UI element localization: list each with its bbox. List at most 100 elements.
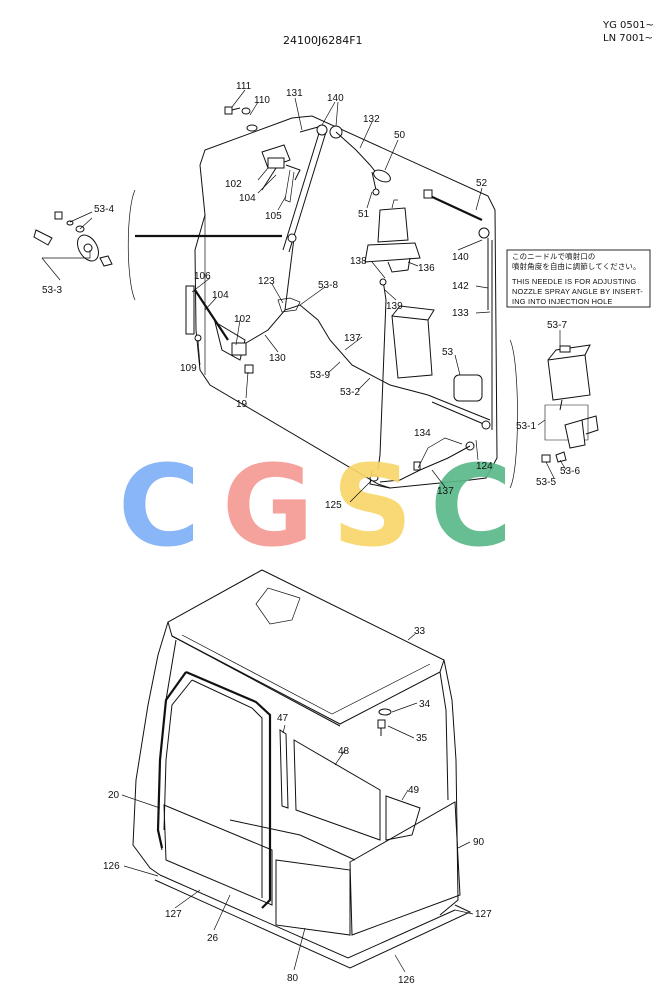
watermark-letter-c1: C	[118, 442, 200, 572]
label-34: 34	[419, 699, 431, 710]
label-102-lower: 102	[234, 314, 251, 325]
label-111: 111	[236, 81, 252, 92]
label-35: 35	[416, 733, 428, 744]
label-53-1: 53-1	[516, 421, 536, 432]
label-139: 139	[386, 301, 403, 312]
cab-body	[132, 569, 472, 969]
bolt-111	[224, 106, 251, 115]
detail-bracket-left	[127, 189, 136, 301]
strip-47	[279, 729, 289, 809]
label-137-upper: 137	[344, 333, 361, 344]
label-53-3: 53-3	[42, 285, 62, 296]
cgsc-watermark: C G S C	[118, 442, 512, 572]
label-53: 53	[442, 347, 454, 358]
detail-bracket-right	[509, 339, 518, 489]
serial-range-yg: YG 0501~	[602, 20, 654, 31]
note-jp-line-2: 噴射角度を自由に調節してください。	[512, 262, 641, 271]
washer-nozzle-50	[371, 169, 391, 196]
label-136: 136	[418, 263, 435, 274]
label-104-upper: 104	[239, 193, 256, 204]
nozzle-note-box: このニードルで噴射口の 噴射角度を自由に調節してください。 THIS NEEDL…	[506, 249, 651, 308]
label-134: 134	[414, 428, 431, 439]
label-20: 20	[108, 790, 120, 801]
watermark-letter-s: S	[332, 442, 413, 572]
label-133: 133	[452, 308, 469, 319]
label-53-5: 53-5	[536, 477, 556, 488]
label-110: 110	[254, 95, 270, 106]
label-52: 52	[476, 178, 488, 189]
watermark-letter-c2: C	[430, 442, 512, 572]
label-26: 26	[207, 933, 219, 944]
label-53-8: 53-8	[318, 280, 338, 291]
floor-panel-80	[275, 859, 351, 936]
label-126-right: 126	[398, 975, 415, 986]
label-90: 90	[473, 837, 485, 848]
upper-wiper-motor	[261, 144, 301, 203]
label-50: 50	[394, 130, 406, 141]
clamp-134	[413, 461, 421, 471]
label-142: 142	[452, 281, 469, 292]
part-code: 24100J6284F1	[283, 34, 363, 47]
floor-panel-26	[163, 804, 273, 906]
motor-mount-detail-53-3	[33, 211, 113, 267]
cab-frame-outline	[194, 115, 498, 489]
grommet-140-left	[316, 124, 328, 136]
label-131: 131	[286, 88, 303, 99]
washer-tank-53	[391, 305, 491, 451]
label-109: 109	[180, 363, 197, 374]
label-19: 19	[236, 399, 248, 410]
label-140-top: 140	[327, 93, 344, 104]
label-53-2: 53-2	[340, 387, 360, 398]
wire-harness-130	[245, 233, 429, 396]
label-123: 123	[258, 276, 275, 287]
label-125: 125	[325, 500, 342, 511]
label-127-right: 127	[475, 909, 492, 920]
washer-tube-139	[377, 279, 387, 471]
label-48: 48	[338, 746, 350, 757]
panel-48	[293, 739, 381, 841]
part-labels: 111 110 131 140 132 50 102 104 105 51 52…	[42, 81, 580, 986]
note-en-line-1: THIS NEEDLE IS FOR ADJUSTING	[512, 277, 636, 286]
label-47: 47	[277, 713, 289, 724]
note-en-line-2: NOZZLE SPRAY ANGLE BY INSERT-	[512, 287, 643, 296]
label-106: 106	[194, 271, 211, 282]
label-51: 51	[358, 209, 370, 220]
label-132: 132	[363, 114, 380, 125]
label-138: 138	[350, 256, 367, 267]
label-124: 124	[476, 461, 493, 472]
panel-49	[385, 795, 421, 841]
label-53-4: 53-4	[94, 204, 114, 215]
tube-clip-139	[379, 278, 387, 286]
label-53-9: 53-9	[310, 370, 330, 381]
label-33: 33	[414, 626, 426, 637]
washer-110	[246, 124, 258, 132]
label-53-6: 53-6	[560, 466, 580, 477]
washer-125	[369, 474, 379, 482]
wiper-arm-52	[423, 189, 490, 239]
beacon-lamp-138	[364, 199, 421, 263]
serial-range-ln: LN 7001~	[603, 33, 653, 44]
label-104-lower: 104	[212, 290, 229, 301]
label-102-upper: 102	[225, 179, 242, 190]
bracket-125	[369, 469, 391, 489]
watermark-letter-g: G	[222, 442, 314, 572]
label-80: 80	[287, 973, 299, 984]
note-jp-line-1: このニードルで噴射口の	[512, 252, 596, 261]
label-127-left: 127	[165, 909, 182, 920]
label-53-7: 53-7	[547, 320, 567, 331]
bracket-136	[387, 257, 411, 273]
lower-wiper-motor	[185, 285, 254, 374]
note-en-line-3: ING INTO INJECTION HOLE	[512, 297, 613, 306]
label-130: 130	[269, 353, 286, 364]
bolt-35	[377, 708, 392, 736]
leader-lines	[41, 89, 567, 973]
label-49: 49	[408, 785, 420, 796]
washer-tank-detail-53-7	[541, 344, 599, 463]
label-105: 105	[265, 211, 282, 222]
label-140-right: 140	[452, 252, 469, 263]
wiper-blade-131	[282, 126, 327, 253]
label-126-left: 126	[103, 861, 120, 872]
label-137-lower: 137	[437, 486, 454, 497]
